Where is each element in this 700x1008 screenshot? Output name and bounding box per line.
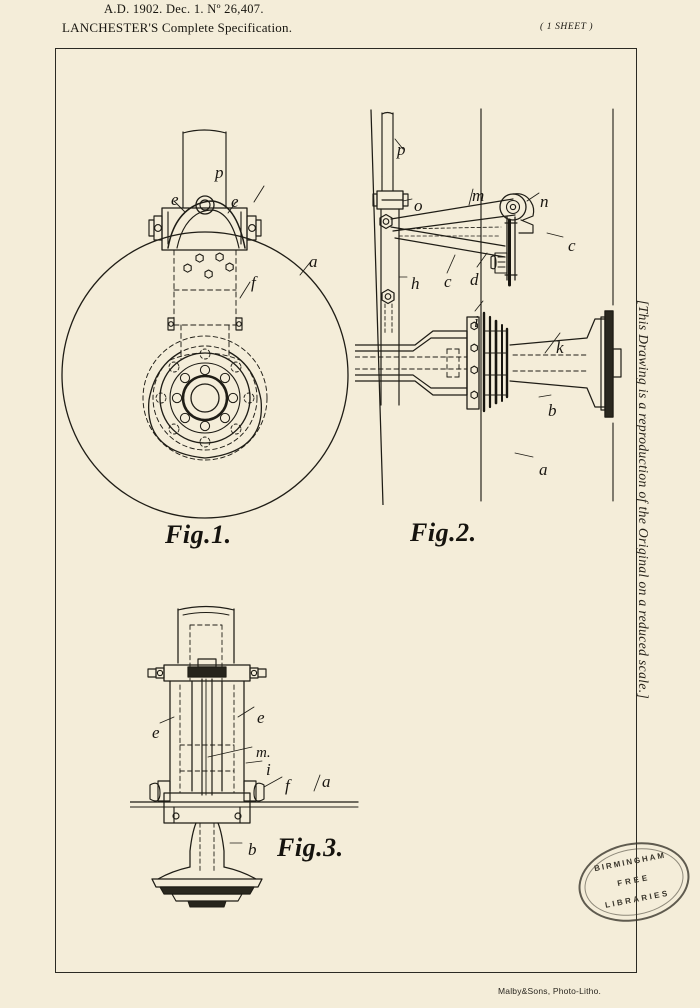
reference-label-e: e [152,723,160,742]
reference-label-m: m [472,186,485,205]
reference-label-n: n [540,192,549,211]
reference-label-p: p [215,163,224,182]
figure-2-drawing [355,108,622,505]
printer-credit: Malby&Sons, Photo-Litho. [498,986,602,996]
reference-label-c: c [444,272,452,291]
reference-label-d: d [470,270,479,289]
reference-label-o: o [414,196,423,215]
reference-label-p: p [397,140,406,159]
drawing-frame-border [55,48,637,973]
reference-label-a: a [539,460,548,479]
reference-label-k: k [556,338,564,357]
reference-label-h: h [411,274,420,293]
reference-label-m: m. [256,745,271,761]
reference-label-f: f [285,776,290,795]
patent-reference-line: A.D. 1902. Dec. 1. Nº 26,407. [104,2,264,16]
sheet-count-label: ( 1 SHEET ) [540,22,594,32]
reference-label-b: b [248,840,257,859]
reference-label-c: c [568,236,576,255]
reference-label-i: i [474,312,479,331]
reference-label-i: i [266,760,271,779]
reference-label-a: a [309,252,318,271]
figure-3-drawing [130,605,359,908]
figure-2-caption: Fig.2. [410,518,477,547]
figure-3-caption: Fig.3. [277,833,344,862]
reference-label-e: e [231,192,239,211]
reference-label-e: e [257,708,265,727]
figure-1-caption: Fig.1. [165,520,232,549]
figure-1-drawing [61,129,349,519]
reference-label-e: e [171,190,179,209]
patent-title-line: LANCHESTER'S Complete Specification. [62,20,293,35]
reference-label-f: f [251,273,256,292]
reference-label-b: b [548,401,557,420]
reference-label-a: a [322,772,331,791]
